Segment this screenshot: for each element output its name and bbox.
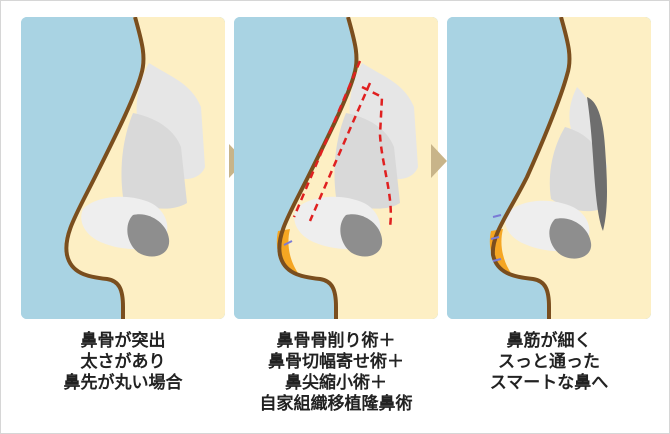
stitch-mark	[283, 240, 293, 246]
caption-line: 鼻先が丸い場合	[63, 373, 183, 393]
caption-line: スっと通った	[498, 352, 600, 372]
caption-before: 鼻骨が突出 太さがあり 鼻先が丸い場合	[16, 331, 230, 394]
bone-cut-line	[292, 60, 362, 218]
stitch-mark	[490, 236, 500, 240]
stitch-mark	[492, 214, 502, 218]
cartilage	[334, 113, 400, 209]
panel-before	[21, 17, 225, 319]
caption-line: 自家組織移植隆鼻術	[259, 394, 413, 414]
narrowing-cut-line	[361, 85, 392, 228]
stitch-mark	[492, 258, 502, 262]
panel-procedure	[234, 17, 438, 319]
caption-procedure: 鼻骨骨削り術＋ 鼻骨切幅寄せ術＋ 鼻尖縮小術＋ 自家組織移植隆鼻術	[229, 331, 443, 415]
arrow-right-icon	[431, 144, 447, 178]
nose-after-illustration	[447, 17, 651, 319]
cartilage	[549, 127, 605, 212]
narrowed-bone-edge	[587, 97, 607, 231]
caption-line: 太さがあり	[80, 352, 166, 372]
nostril	[340, 214, 383, 257]
caption-line: スマートな鼻へ	[489, 373, 609, 393]
caption-line: 鼻尖縮小術＋	[285, 373, 387, 393]
nose-outline	[64, 17, 146, 319]
caption-after: 鼻筋が細く スっと通った スマートな鼻へ	[442, 331, 656, 394]
caption-line: 鼻骨切幅寄せ術＋	[268, 352, 404, 372]
nostril	[549, 218, 592, 259]
nose-outline	[490, 17, 572, 319]
caption-line: 鼻骨骨削り術＋	[276, 331, 396, 351]
caption-line: 鼻骨が突出	[80, 331, 166, 351]
panel-after	[447, 17, 651, 319]
nose-procedure-illustration	[234, 17, 438, 319]
nose-before-illustration	[21, 17, 225, 319]
cartilage	[121, 113, 187, 209]
bone-cut-line	[308, 82, 372, 222]
nostril	[127, 214, 170, 257]
caption-line: 鼻筋が細く	[506, 331, 592, 351]
